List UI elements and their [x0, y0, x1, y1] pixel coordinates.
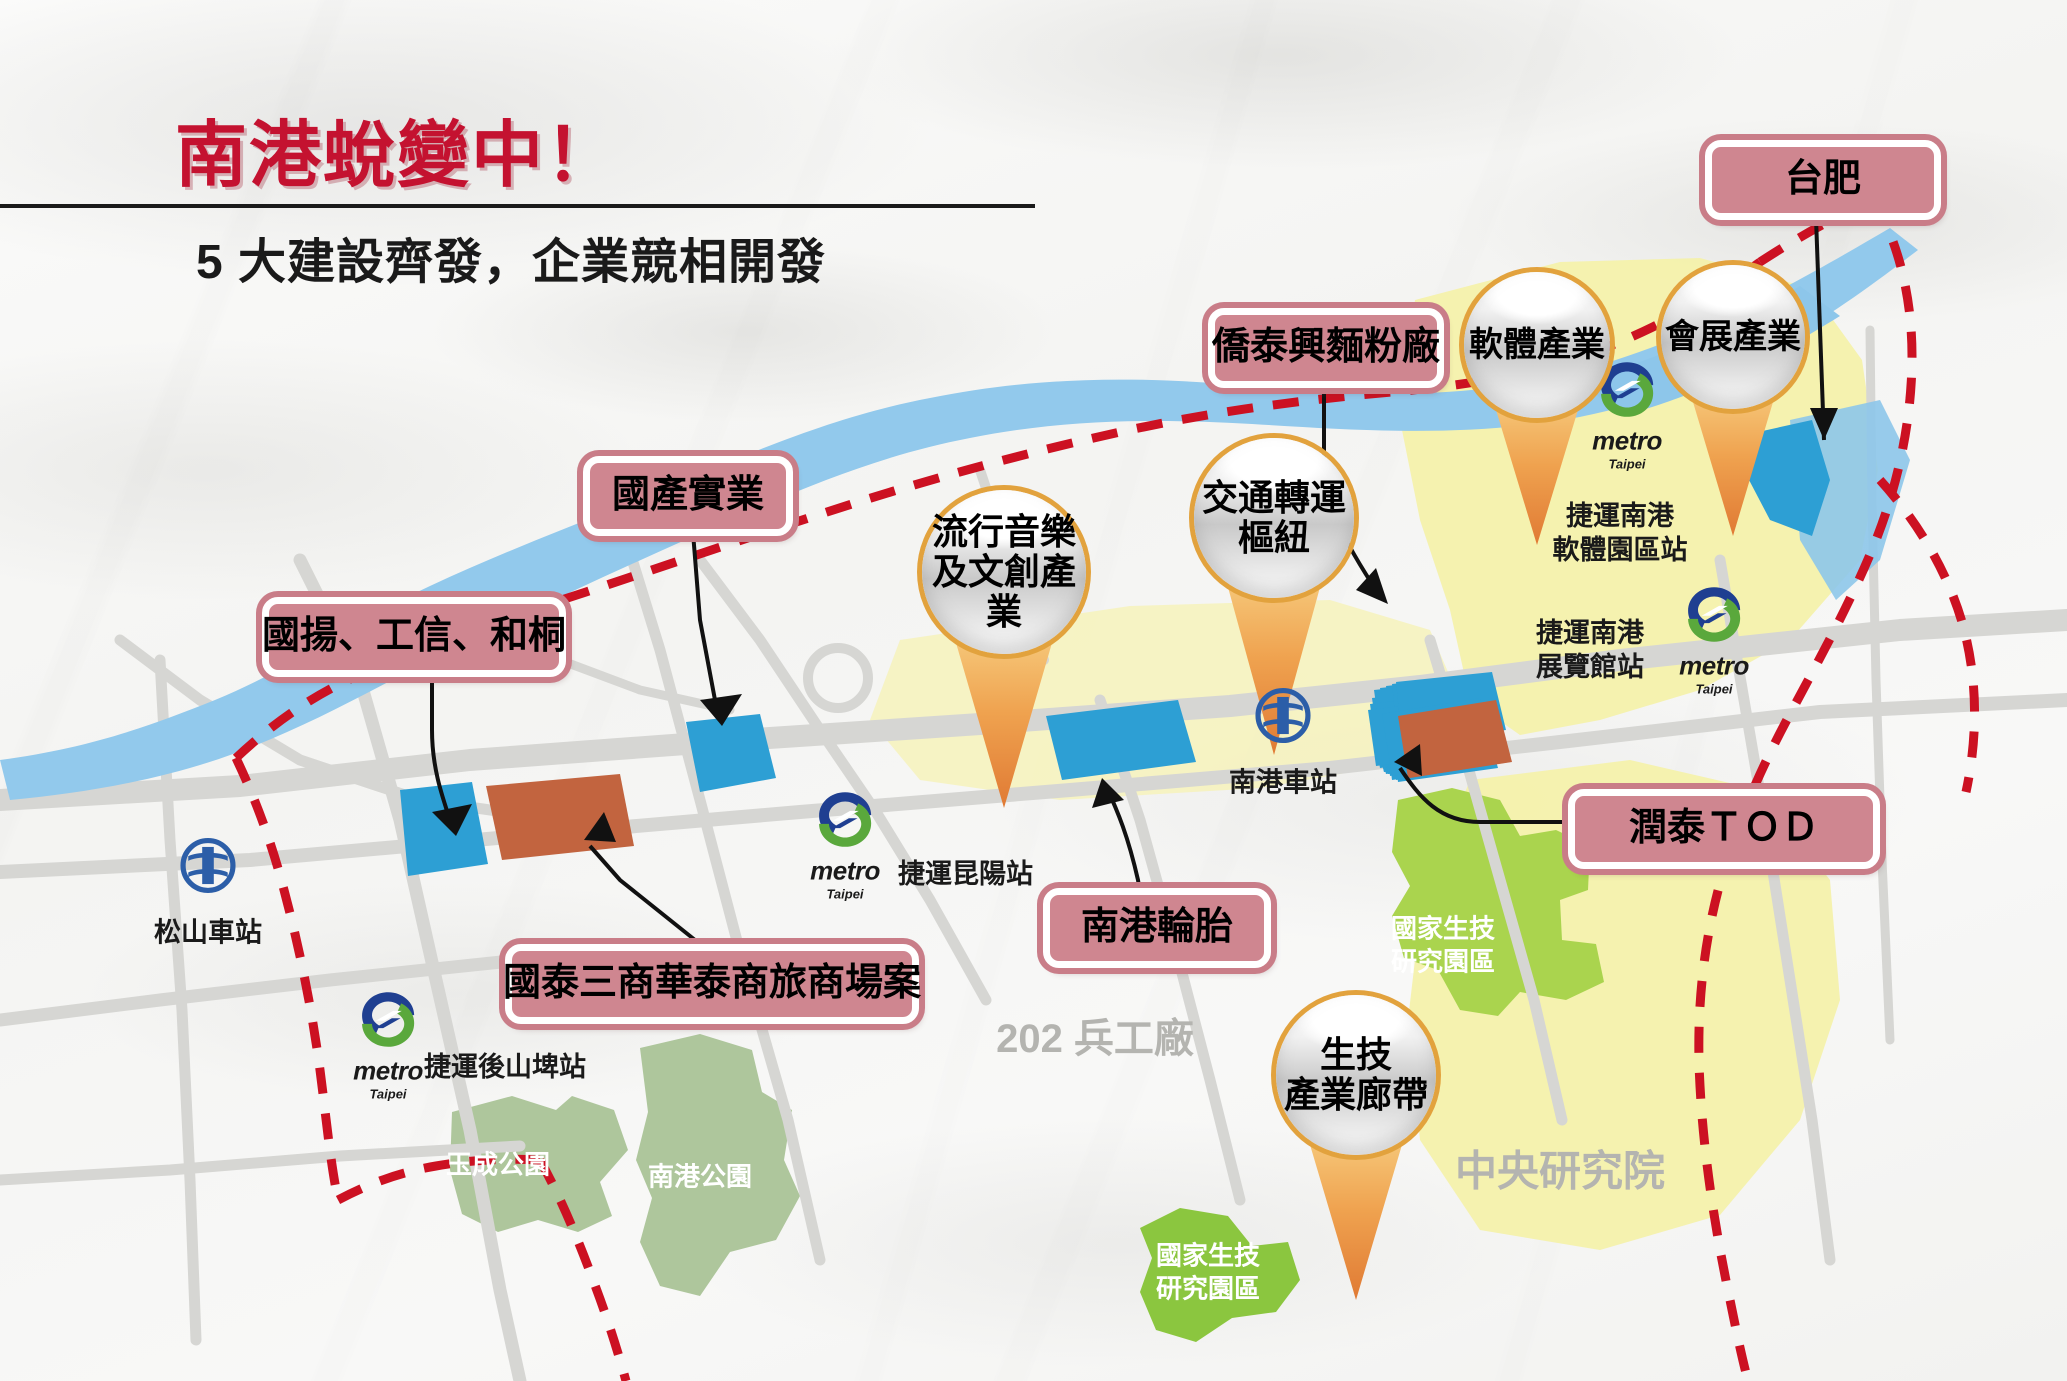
map-pin-head: 生技產業廊帶 [1276, 995, 1436, 1155]
map-pin-label-line: 交通轉運 [1201, 476, 1346, 518]
callout-label-runtai-tod[interactable]: 潤泰ＴＯＤ [1568, 789, 1880, 869]
map-text-line: 研究園區 [1390, 946, 1496, 976]
callout-label-kuochan[interactable]: 國產實業 [583, 456, 793, 536]
metro-station-name-nankang-software: 捷運南港軟體園區站 [1553, 500, 1688, 568]
railway-station-marker-songshan[interactable] [179, 837, 237, 900]
callout-label-text: 僑泰興麵粉廠 [1212, 326, 1441, 369]
map-text-nankang-station: 南港車站 [1229, 767, 1337, 798]
map-pin-music[interactable]: 流行音樂及文創產業 [922, 490, 1086, 654]
metro-wordmark: metro [810, 855, 880, 886]
map-pin-label: 生技產業廊帶 [1283, 1033, 1428, 1116]
callout-label-taifer[interactable]: 台肥 [1705, 140, 1941, 220]
pin-tails [954, 392, 1776, 1300]
callout-label-cathay[interactable]: 國泰三商華泰商旅商場案 [503, 944, 922, 1024]
map-pin-head: 流行音樂及文創產業 [922, 490, 1086, 654]
callout-label-text: 國泰三商華泰商旅商場案 [503, 962, 922, 1005]
metro-station-name-line: 捷運昆陽站 [898, 859, 1033, 889]
map-text-yucheng-park: 玉成公園 [445, 1149, 551, 1180]
metro-station-name-line: 捷運南港 [1566, 501, 1674, 531]
callout-label-chiaotaihsing[interactable]: 僑泰興麵粉廠 [1208, 308, 1444, 388]
metro-wordmark-sub: Taipei [1695, 681, 1733, 697]
metro-station-name-nankang-expo: 捷運南港展覽館站 [1536, 617, 1644, 685]
page-title: 南港蛻變中！ [175, 116, 620, 196]
map-text-line: 國家生技 [1155, 1240, 1261, 1271]
map-pin-label-line: 樞紐 [1237, 517, 1310, 558]
metro-taipei-logo-icon [1687, 587, 1741, 642]
callout-label-text: 潤泰ＴＯＤ [1628, 807, 1819, 850]
map-text-line: 國家生技 [1390, 913, 1496, 944]
callout-label-text: 南港輪胎 [1080, 906, 1233, 949]
callout-label-text: 國產實業 [611, 474, 764, 517]
metro-station-name-line: 展覽館站 [1536, 651, 1644, 682]
metro-station-name-line: 軟體園區站 [1552, 534, 1688, 565]
map-text-line: 研究園區 [1155, 1273, 1261, 1303]
map-text-arsenal-202: 202 兵工廠 [996, 1017, 1194, 1061]
metro-station-name-line: 捷運後山埤站 [424, 1052, 586, 1082]
map-pin-biotech[interactable]: 生技產業廊帶 [1276, 995, 1436, 1155]
map-text-nbrp-upper: 國家生技研究園區 [1391, 913, 1495, 978]
metro-station-name-houshanpi: 捷運後山埤站 [424, 1051, 586, 1085]
metro-taipei-logo-icon [361, 992, 415, 1047]
map-pin-label-line: 軟體產業 [1469, 325, 1605, 364]
metro-taipei-logo-icon [1600, 362, 1654, 417]
map-pin-label-line: 產業廊帶 [1283, 1074, 1428, 1115]
taiwan-railway-logo-icon [180, 837, 236, 894]
map-pin-label-line: 會展產業 [1665, 317, 1801, 356]
map-text-academia-sinica: 中央研究院 [1454, 1147, 1666, 1195]
callout-label-nankang-tire[interactable]: 南港輪胎 [1043, 888, 1271, 968]
metro-station-name-line: 捷運南港 [1536, 618, 1644, 648]
callout-label-text: 國揚、工信、和桐 [262, 615, 567, 658]
map-pin-transport[interactable]: 交通轉運樞紐 [1194, 438, 1354, 598]
metro-wordmark: metro [1592, 425, 1662, 456]
metro-wordmark-sub: Taipei [826, 886, 864, 902]
metro-wordmark: metro [353, 1055, 423, 1086]
map-pin-label-line: 及文創產業 [931, 550, 1076, 633]
railway-station-marker-nangang[interactable] [1254, 687, 1312, 750]
map-text-songshan-station: 松山車站 [154, 917, 262, 948]
map-text-nbrp-lower: 國家生技研究園區 [1156, 1240, 1260, 1305]
map-pin-label: 會展產業 [1665, 318, 1801, 356]
callout-label-text: 台肥 [1784, 158, 1861, 201]
callout-arrowheads [432, 408, 1838, 842]
map-pin-label-line: 流行音樂 [931, 510, 1076, 552]
map-pin-head: 軟體產業 [1464, 272, 1610, 418]
map-pin-label: 軟體產業 [1469, 326, 1605, 364]
map-pin-expo[interactable]: 會展產業 [1661, 265, 1805, 409]
map-pin-label: 流行音樂及文創產業 [922, 510, 1086, 633]
map-pin-software[interactable]: 軟體產業 [1464, 272, 1610, 418]
metro-station-name-kunyang: 捷運昆陽站 [898, 858, 1033, 892]
metro-wordmark-sub: Taipei [369, 1086, 407, 1102]
map-pin-label-line: 生技 [1319, 1033, 1392, 1075]
map-pin-label: 交通轉運樞紐 [1201, 476, 1346, 559]
zone-green-biotech-park [1140, 788, 1604, 1342]
page-subtitle: 5 大建設齊發，企業競相開發 [196, 236, 827, 289]
callout-label-kuoyang[interactable]: 國揚、工信、和桐 [262, 597, 566, 677]
metro-wordmark-sub: Taipei [1608, 456, 1646, 472]
map-text-nankang-park: 南港公園 [647, 1161, 753, 1192]
map-pin-head: 交通轉運樞紐 [1194, 438, 1354, 598]
road-network [0, 325, 2067, 1381]
metro-wordmark: metro [1679, 650, 1749, 681]
taiwan-railway-logo-icon [1255, 687, 1311, 744]
header-divider [0, 204, 1035, 208]
map-pin-head: 會展產業 [1661, 265, 1805, 409]
metro-taipei-logo-icon [818, 792, 872, 847]
